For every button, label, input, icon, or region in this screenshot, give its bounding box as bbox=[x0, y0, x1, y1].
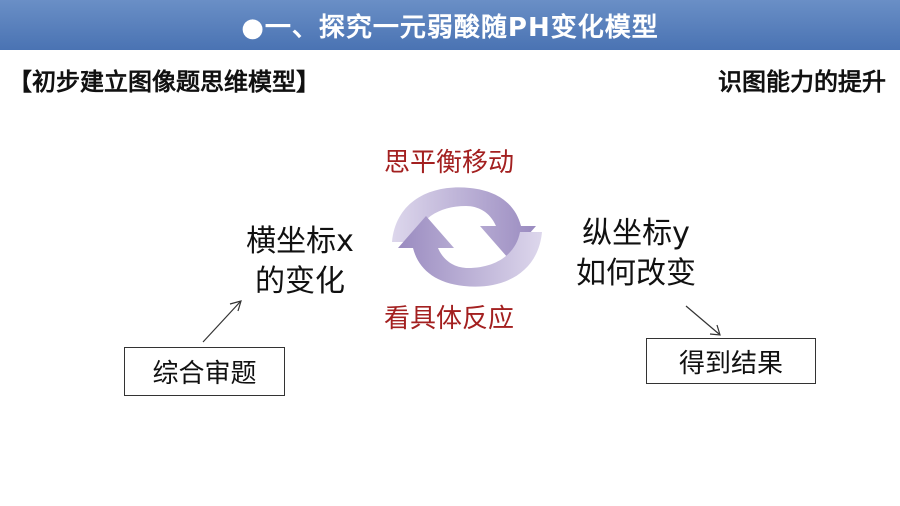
y-axis-line1: 纵坐标y bbox=[582, 216, 690, 251]
cycle-arrow-lower bbox=[398, 216, 542, 287]
x-axis-change-label: 横坐标x 的变化 bbox=[232, 222, 368, 302]
cycle-arrow-upper bbox=[392, 187, 536, 258]
topic-subtitle: 识图能力的提升 bbox=[718, 68, 886, 96]
section-subtitle: 【初步建立图像题思维模型】 bbox=[8, 68, 320, 96]
page-title: ●一、探究一元弱酸随PH变化模型 bbox=[241, 12, 659, 43]
review-question-box: 综合审题 bbox=[124, 347, 285, 396]
x-axis-line2: 的变化 bbox=[255, 264, 345, 299]
x-axis-line1: 横坐标x bbox=[246, 224, 354, 259]
arrow-down-right-icon bbox=[685, 305, 721, 336]
arrow-up-right-icon bbox=[202, 300, 242, 343]
y-axis-change-label: 纵坐标y 如何改变 bbox=[566, 214, 706, 294]
get-result-box: 得到结果 bbox=[646, 338, 816, 384]
cycle-bottom-label: 看具体反应 bbox=[384, 304, 515, 334]
y-axis-line2: 如何改变 bbox=[576, 256, 696, 291]
cycle-top-label: 思平衡移动 bbox=[384, 148, 515, 178]
title-bar: ●一、探究一元弱酸随PH变化模型 bbox=[0, 0, 900, 50]
refresh-cycle-icon bbox=[392, 187, 542, 287]
